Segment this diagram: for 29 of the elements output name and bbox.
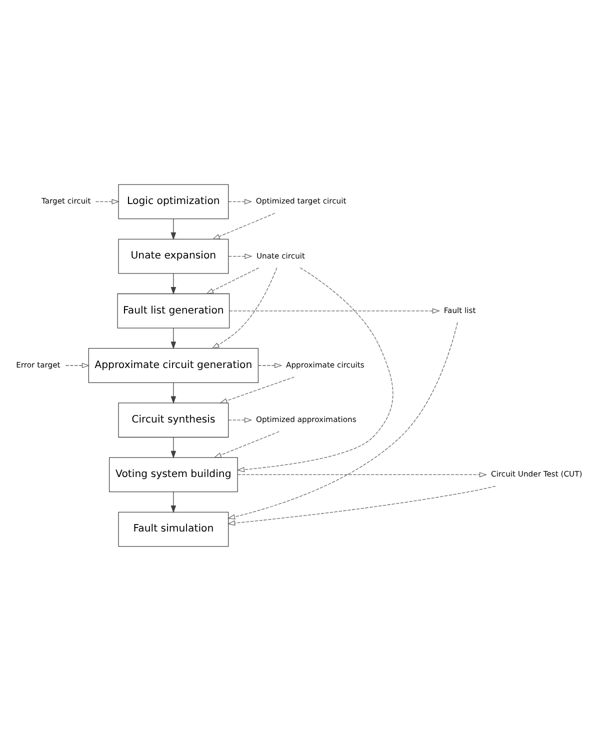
node-box: Fault list generation xyxy=(117,293,230,328)
arrow xyxy=(212,267,278,349)
arrow xyxy=(220,376,295,404)
arrow xyxy=(170,328,176,350)
node-box: Fault simulation xyxy=(118,512,229,547)
arrow xyxy=(228,254,252,259)
arrow xyxy=(258,362,282,368)
node-box: Unate expansion xyxy=(118,238,229,274)
arrow xyxy=(170,273,176,295)
arrow xyxy=(170,382,176,404)
arrow xyxy=(228,199,252,204)
node-box: Logic optimization xyxy=(118,184,229,220)
arrow xyxy=(95,199,120,204)
arrow xyxy=(170,218,176,240)
arrow xyxy=(227,486,496,526)
arrow xyxy=(212,212,276,240)
arrow xyxy=(236,267,394,472)
node-box: Voting system building xyxy=(109,457,238,492)
arrow xyxy=(170,437,176,458)
node-box: Approximate circuit generation xyxy=(88,348,259,383)
arrow xyxy=(237,472,488,478)
arrow xyxy=(227,322,458,520)
arrow xyxy=(170,492,176,514)
arrow xyxy=(229,308,440,314)
node-box: Circuit synthesis xyxy=(118,402,229,438)
arrow xyxy=(206,268,260,294)
arrow xyxy=(65,362,90,368)
arrow xyxy=(228,417,252,423)
arrow xyxy=(214,431,280,458)
